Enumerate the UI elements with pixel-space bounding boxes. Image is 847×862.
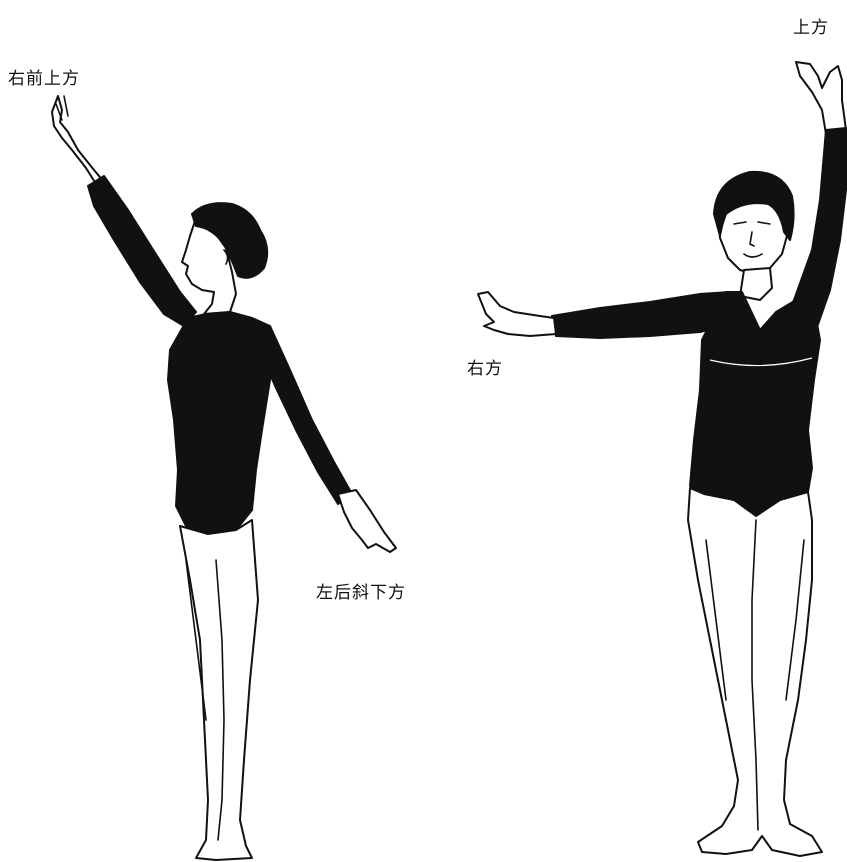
right-dancer-figure [478, 62, 846, 856]
left-dancer-lowered-sleeve [252, 318, 352, 504]
left-dancer-raised-sleeve [88, 176, 196, 326]
right-dancer-side-hand [478, 292, 556, 336]
label-right-front-up: 右前上方 [8, 64, 80, 89]
label-up: 上方 [793, 13, 829, 38]
left-dancer-figure [52, 96, 396, 860]
left-dancer-legs [180, 520, 258, 860]
right-dancer-leotard [690, 292, 820, 516]
label-right: 右方 [467, 354, 503, 379]
left-dancer-lowered-hand [338, 490, 396, 552]
right-dancer-raised-hand [796, 62, 846, 134]
left-dancer-leotard [168, 312, 270, 534]
label-left-back-down: 左后斜下方 [316, 578, 406, 603]
right-dancer-side-sleeve [552, 292, 732, 338]
left-dancer-raised-hand [52, 96, 104, 184]
